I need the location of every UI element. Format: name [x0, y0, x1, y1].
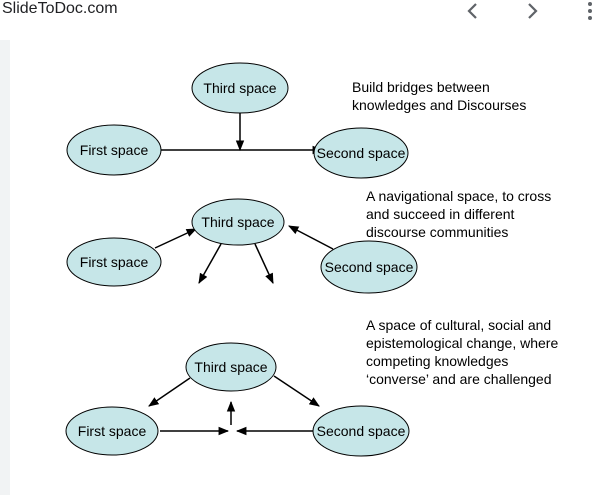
description-line: A navigational space, to cross	[366, 188, 552, 204]
diagram-3: Third space First space Second space	[65, 342, 410, 457]
second-space-node	[313, 127, 409, 179]
diagram-2: Third space First space Second space	[66, 198, 418, 294]
chevron-right-icon	[528, 3, 538, 19]
third-space-node	[191, 62, 289, 114]
description-line: competing knowledges	[366, 353, 509, 369]
diagram-1-description: Build bridges between knowledges and Dis…	[352, 78, 526, 114]
second-space-node	[320, 240, 418, 294]
arrow-first-to-third	[154, 228, 197, 249]
first-space-node	[65, 406, 159, 456]
second-space-label: Second space	[325, 259, 414, 275]
diagram-1: Third space First space Second space	[66, 62, 409, 179]
chevron-left-icon	[467, 3, 477, 19]
arrow-second-to-third	[288, 225, 334, 250]
arrow-third-out-right	[254, 243, 274, 284]
next-slide-button[interactable]	[519, 0, 545, 22]
arrow-third-to-second	[273, 375, 320, 407]
third-space-label: Third space	[203, 80, 276, 96]
third-space-node	[191, 198, 285, 246]
arrow-third-to-first	[148, 377, 191, 407]
description-line: and succeed in different	[366, 206, 515, 222]
third-space-node	[185, 342, 277, 392]
left-gutter	[0, 40, 10, 495]
more-options-button[interactable]	[580, 0, 600, 22]
top-bar: SlideToDoc.com	[0, 0, 612, 38]
description-line: discourse communities	[366, 224, 509, 240]
description-line: knowledges and Discourses	[352, 97, 527, 113]
description-line: A space of cultural, social and	[366, 317, 552, 333]
first-space-label: First space	[78, 423, 147, 439]
more-vertical-icon	[588, 2, 592, 20]
first-space-node	[66, 124, 162, 176]
arrow-third-out-left	[198, 243, 222, 284]
second-space-label: Second space	[317, 423, 406, 439]
slide-diagram: Third space First space Second space Thi…	[65, 62, 418, 457]
diagram-3-description: A space of cultural, social and epistemo…	[366, 316, 558, 388]
diagram-2-description: A navigational space, to cross and succe…	[366, 187, 551, 241]
slide: Third space First space Second space Thi…	[10, 40, 612, 495]
description-line: epistemological change, where	[366, 335, 559, 351]
description-line: Build bridges between	[352, 79, 490, 95]
previous-slide-button[interactable]	[460, 0, 486, 22]
first-space-label: First space	[80, 254, 149, 270]
second-space-label: Second space	[317, 145, 406, 161]
third-space-label: Third space	[194, 359, 267, 375]
description-line: ‘converse’ and are challenged	[366, 371, 552, 387]
first-space-node	[66, 237, 162, 287]
site-title[interactable]: SlideToDoc.com	[2, 0, 118, 17]
first-space-label: First space	[80, 142, 149, 158]
second-space-node	[312, 405, 410, 457]
third-space-label: Third space	[201, 214, 274, 230]
